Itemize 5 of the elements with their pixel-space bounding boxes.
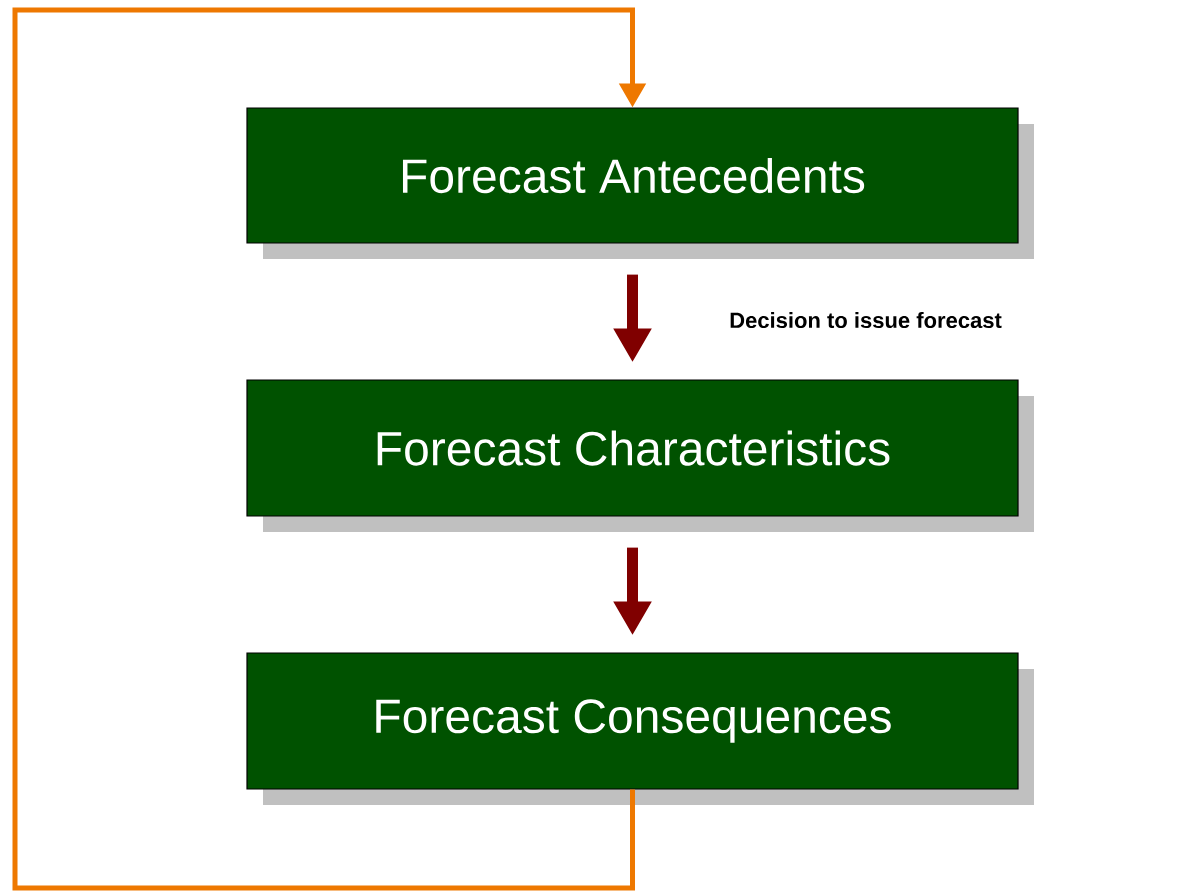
process-box: Forecast Consequences bbox=[246, 652, 1034, 805]
process-box: Forecast Antecedents bbox=[246, 107, 1034, 259]
feedback-arrow bbox=[12, 7, 647, 891]
process-box: Forecast Characteristics bbox=[246, 379, 1034, 532]
edge-label: Decision to issue forecast bbox=[730, 311, 1002, 329]
